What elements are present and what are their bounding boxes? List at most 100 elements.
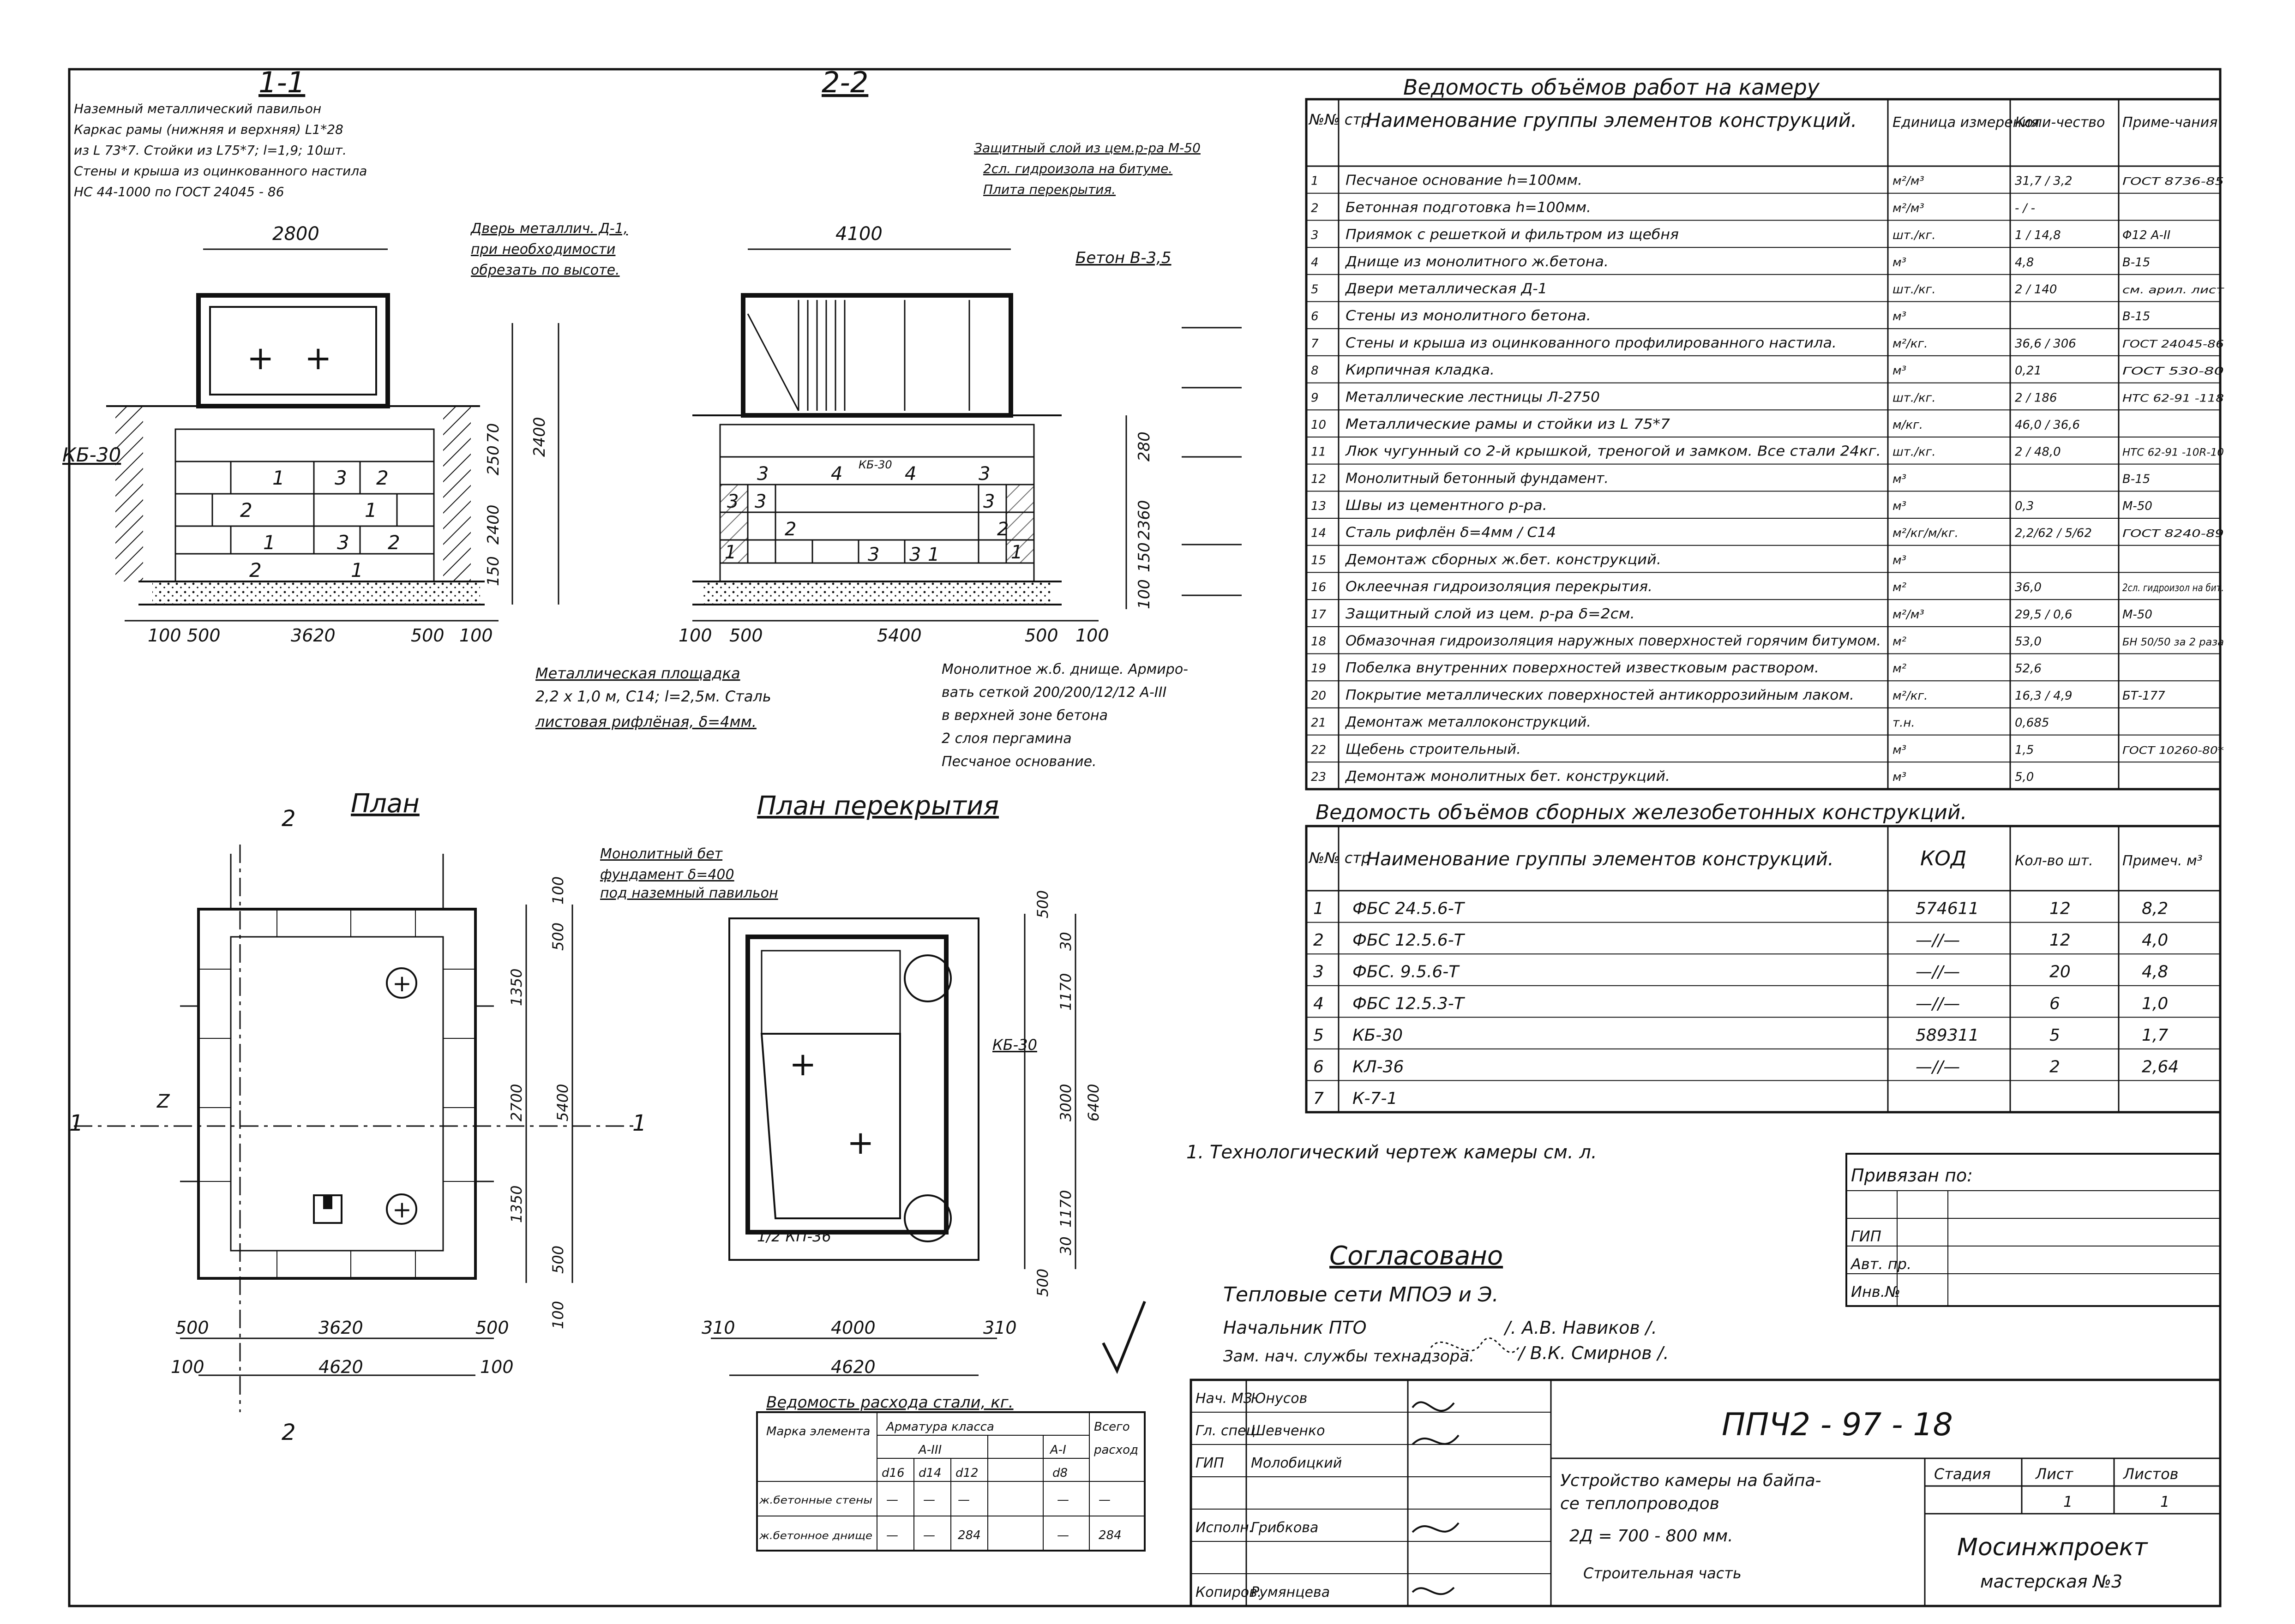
svg-text:100: 100 <box>480 1357 514 1377</box>
precast-row-4-col-5: 1,0 <box>2142 994 2168 1013</box>
svg-text:5400: 5400 <box>877 625 922 646</box>
svg-text:Зам. нач. службы технадзора.: Зам. нач. службы технадзора. <box>1223 1347 1474 1366</box>
svg-text:2360: 2360 <box>1135 500 1154 540</box>
steel-row-1-col-6: — <box>1099 1493 1111 1507</box>
works-row-4-col-4: 4,8 <box>2015 256 2034 270</box>
precast-row-5-col-2: КБ-30 <box>1352 1026 1403 1045</box>
door-note-2: при необходимости <box>471 241 615 258</box>
svg-text:се теплопроводов: се теплопроводов <box>1560 1494 1719 1513</box>
works-row-23-col-2: Демонтаж монолитных бет. конструкций. <box>1345 768 1670 785</box>
svg-text:ГИП: ГИП <box>1851 1228 1881 1245</box>
svg-text:3000: 3000 <box>1057 1084 1075 1121</box>
works-row-8-col-4: 0,21 <box>2015 364 2042 378</box>
svg-text:Примеч. м³: Примеч. м³ <box>2122 853 2203 869</box>
works-row-9-col-3: шт./кг. <box>1892 391 1936 405</box>
staff-name-3: Молобицкий <box>1251 1455 1342 1471</box>
svg-text:500: 500 <box>549 923 567 951</box>
works-row-1-col-4: 31,7 / 3,2 <box>2015 174 2073 188</box>
works-row-13-col-1: 13 <box>1311 499 1326 513</box>
works-row-14-col-3: м²/кг/м/кг. <box>1892 527 1959 540</box>
works-row-5-col-1: 5 <box>1311 282 1319 296</box>
svg-text:100: 100 <box>148 625 181 646</box>
works-row-22-col-1: 22 <box>1311 743 1326 757</box>
precast-row-2-col-1: 2 <box>1313 931 1324 950</box>
svg-text:/. А.В. Навиков /.: /. А.В. Навиков /. <box>1503 1318 1657 1338</box>
concrete-b35-label: Бетон В-3,5 <box>1075 249 1172 267</box>
svg-text:1: 1 <box>365 499 377 521</box>
svg-text:+: + <box>305 339 332 377</box>
works-row-6-col-3: м³ <box>1892 310 1906 324</box>
works-row-8-col-5: ГОСТ 530-80 <box>2122 366 2224 378</box>
plate-note-3: листовая рифлёная, δ=4мм. <box>535 713 757 731</box>
svg-text:Устройство камеры на байпа-: Устройство камеры на байпа- <box>1560 1471 1821 1490</box>
works-row-23-col-1: 23 <box>1311 770 1326 784</box>
svg-text:d12: d12 <box>955 1466 979 1480</box>
door-note-1: Дверь металлич. Д-1, <box>470 221 628 237</box>
precast-row-3-col-2: ФБС. 9.5.6-Т <box>1352 963 1460 982</box>
svg-text:+: + <box>847 1124 874 1162</box>
precast-row-6-col-4: 2 <box>2049 1057 2060 1076</box>
svg-text:1350: 1350 <box>508 969 525 1006</box>
svg-text:Арматура класса: Арматура класса <box>885 1420 994 1434</box>
svg-text:1: 1 <box>263 531 276 554</box>
steel-table-title: Ведомость расхода стали, кг. <box>766 1393 1014 1412</box>
steel-table: Ведомость расхода стали, кг. Марка элеме… <box>756 1393 1146 1552</box>
works-row-6-col-1: 6 <box>1311 310 1319 324</box>
svg-text:150: 150 <box>1135 542 1154 572</box>
precast-row-6-col-3: —//— <box>1916 1057 1960 1076</box>
pavilion-section-2 <box>741 293 1013 418</box>
works-row-11-col-2: Люк чугунный со 2-й крышкой, треногой и … <box>1345 443 1881 460</box>
svg-text:1: 1 <box>272 467 285 489</box>
svg-text:100: 100 <box>1075 625 1109 646</box>
works-row-14-col-5: ГОСТ 8240-89 <box>2122 528 2224 540</box>
floor-note-3: в верхней зоне бетона <box>942 707 1108 724</box>
works-row-13-col-2: Швы из цементного р-ра. <box>1346 497 1547 514</box>
svg-text:3: 3 <box>335 467 347 489</box>
precast-row-5-col-1: 5 <box>1313 1026 1324 1045</box>
works-row-9-col-4: 2 / 186 <box>2015 391 2057 405</box>
works-row-10-col-1: 10 <box>1311 418 1326 432</box>
svg-text:280: 280 <box>1135 431 1154 461</box>
works-row-12-col-1: 12 <box>1311 472 1326 486</box>
works-row-11-col-4: 2 / 48,0 <box>2015 445 2061 459</box>
svg-text:1: 1 <box>351 559 363 581</box>
steel-row-2-col-5: — <box>1057 1528 1069 1542</box>
svg-text:d8: d8 <box>1052 1466 1068 1480</box>
precast-row-7-col-2: К-7-1 <box>1352 1089 1397 1108</box>
svg-text:3620: 3620 <box>318 1318 363 1338</box>
svg-text:4620: 4620 <box>831 1357 876 1377</box>
svg-text:2: 2 <box>376 467 389 489</box>
works-row-16-col-3: м² <box>1892 581 1906 594</box>
svg-text:500: 500 <box>1034 890 1051 918</box>
svg-text:100: 100 <box>171 1357 204 1377</box>
pavilion-frame <box>196 293 390 408</box>
works-row-20-col-3: м²/кг. <box>1892 689 1928 703</box>
works-row-3-col-2: Приямок с решеткой и фильтром из щебня <box>1346 227 1679 243</box>
precast-row-7-col-1: 7 <box>1313 1089 1324 1108</box>
works-row-8-col-3: м³ <box>1892 364 1906 378</box>
pavilion-note-1: Наземный металлический павильон <box>74 101 321 116</box>
works-row-7-col-5: ГОСТ 24045-86 <box>2122 339 2224 350</box>
works-row-7-col-3: м²/кг. <box>1892 337 1928 351</box>
works-row-21-col-2: Демонтаж металлоконструкций. <box>1345 714 1591 731</box>
approval-title: Согласовано <box>1329 1241 1503 1271</box>
plan-view: План 2 2 1 1 + + Z 100 <box>69 789 647 1445</box>
svg-text:1: 1 <box>632 1110 647 1136</box>
works-row-2-col-2: Бетонная подготовка h=100мм. <box>1346 199 1591 216</box>
works-row-12-col-2: Монолитный бетонный фундамент. <box>1346 470 1609 486</box>
works-row-4-col-5: В-15 <box>2122 256 2150 270</box>
svg-text:2: 2 <box>282 1420 296 1445</box>
precast-table: Ведомость объёмов сборных железобетонных… <box>1305 801 2222 1114</box>
works-row-19-col-1: 19 <box>1311 662 1326 676</box>
works-row-8-col-1: 8 <box>1311 364 1319 378</box>
svg-text:5400: 5400 <box>554 1084 571 1121</box>
precast-row-5-col-5: 1,7 <box>2142 1026 2168 1045</box>
svg-text:500: 500 <box>187 625 221 646</box>
works-row-4-col-1: 4 <box>1311 256 1319 270</box>
svg-text:Марка элемента: Марка элемента <box>766 1425 870 1438</box>
works-row-10-col-2: Металлические рамы и стойки из L 75*7 <box>1346 416 1670 432</box>
binding-block: Привязан по: ГИП Авт. пр. Инв.№ <box>1845 1153 2221 1307</box>
approval-block: Согласовано Тепловые сети МПОЭ и Э. Нача… <box>1223 1241 1669 1366</box>
slab-plan-title: План перекрытия <box>757 791 999 821</box>
works-row-17-col-1: 17 <box>1311 608 1327 622</box>
